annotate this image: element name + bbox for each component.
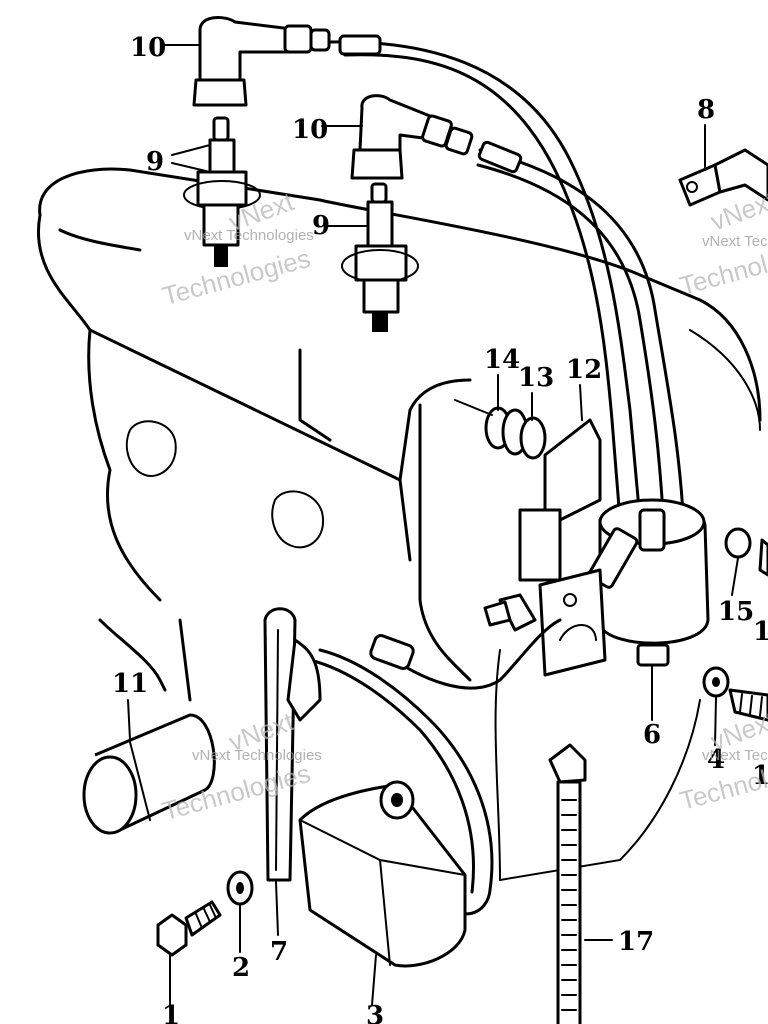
part-labels: 10 10 9 9 8 14 13 12 11 15 14 6 4 16 17 …: [112, 33, 768, 1024]
label-part-7: 7: [270, 937, 288, 967]
mounting-strip: [263, 607, 322, 882]
label-part-4: 4: [707, 745, 725, 775]
rubber-grommets: [454, 399, 547, 460]
protective-sleeve: [82, 713, 216, 835]
label-part-1: 1: [162, 1001, 180, 1024]
label-part-17: 17: [618, 927, 654, 957]
watermark-text: vNext Technologies: [184, 227, 314, 244]
spark-plug-right: [341, 182, 419, 332]
label-part-14: 14: [484, 345, 520, 375]
label-part-11: 11: [112, 669, 148, 699]
plug-cap-upper: [192, 16, 382, 107]
spark-plug-left: [183, 116, 261, 267]
label-part-6: 6: [643, 720, 661, 750]
bolt: [156, 900, 222, 957]
watermark-text: vNext Technologies: [192, 747, 322, 764]
label-part-3: 3: [366, 1001, 384, 1024]
plug-cap-lower: [350, 94, 523, 180]
ignition-coil: [587, 498, 710, 667]
watermark-text: vNext Technologies: [702, 233, 768, 250]
cdi-unit: [298, 780, 467, 968]
label-part-8: 8: [697, 95, 715, 125]
label-part-9-right: 9: [312, 211, 330, 241]
wire-bracket: [678, 148, 768, 207]
leader-lines: [127, 44, 739, 1006]
spark-plug-wires: [328, 40, 686, 532]
cdi-wiring: [308, 593, 562, 916]
engine-block: [37, 167, 762, 881]
washer-4: [702, 666, 730, 698]
label-part-12: 12: [566, 355, 602, 385]
label-part-13: 13: [518, 363, 554, 393]
label-part-16: 16: [752, 761, 768, 791]
watermark-brand: Technologies: [159, 243, 313, 311]
label-part-9-left: 9: [146, 147, 164, 177]
label-part-10-lower: 10: [292, 115, 328, 145]
collar-15: [724, 527, 768, 577]
label-part-10-upper: 10: [130, 33, 166, 63]
bolt-16: [728, 688, 768, 722]
label-part-14-right: 14: [753, 617, 768, 647]
label-part-2: 2: [232, 953, 250, 983]
label-part-15: 15: [718, 597, 754, 627]
cable-tie: [548, 743, 587, 1024]
coil-bracket: [518, 418, 607, 677]
washer: [226, 870, 254, 906]
watermark-text: vNext Technologies: [702, 747, 768, 764]
